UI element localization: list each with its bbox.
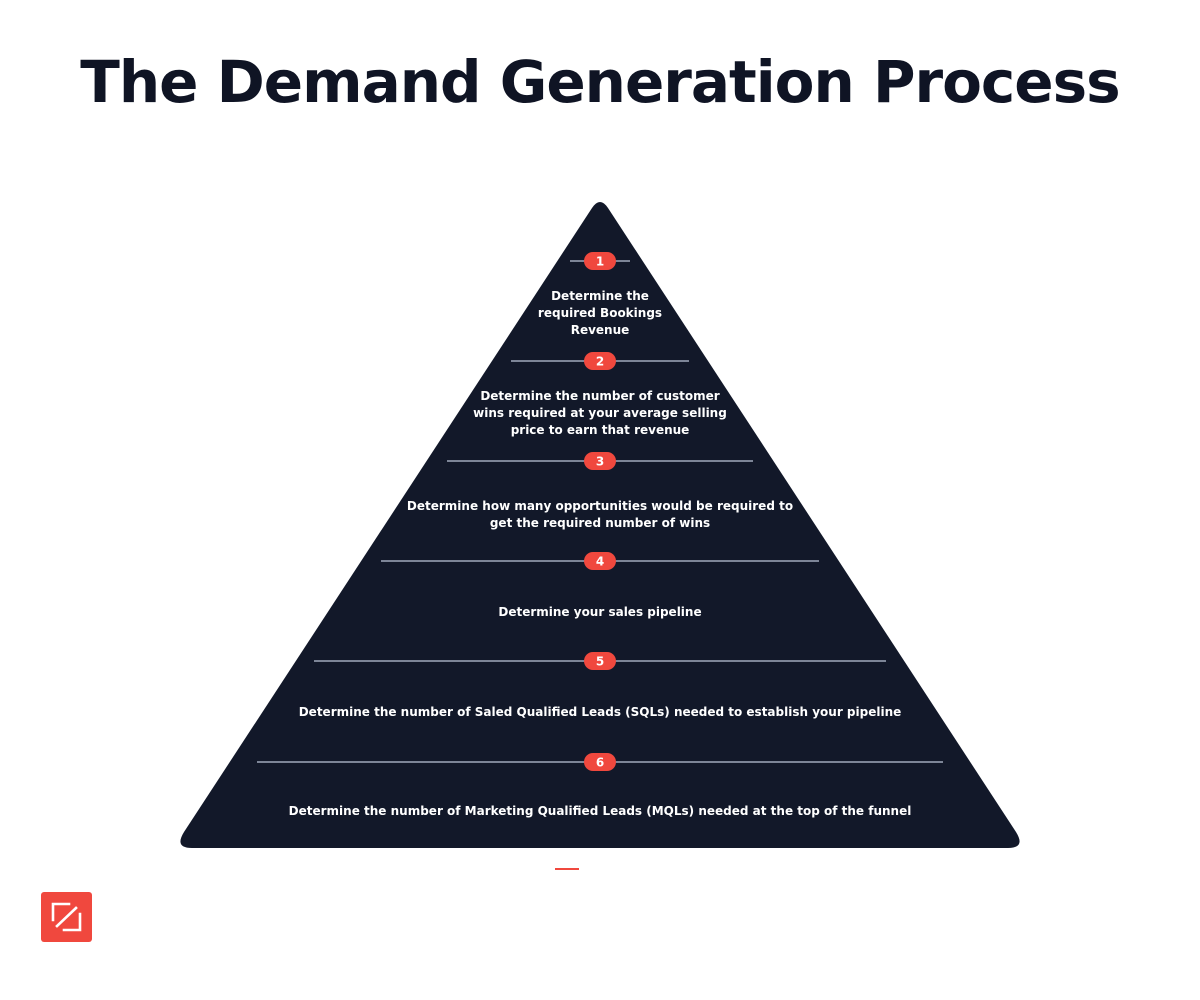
step-badge-1 [584, 252, 616, 270]
step-number-3: 3 [596, 455, 604, 469]
step-number-1: 1 [596, 255, 604, 269]
step-4-text-line-1: Determine your sales pipeline [498, 605, 701, 619]
step-badge-4 [584, 552, 616, 570]
step-3-text-line-2: get the required number of wins [490, 516, 710, 530]
step-2-text-line-2: wins required at your average selling [473, 406, 727, 420]
bottom-accent-mark [555, 868, 579, 870]
step-5-text-line-1: Determine the number of Saled Qualified … [299, 705, 902, 719]
step-number-5: 5 [596, 655, 604, 669]
pyramid-shape [180, 202, 1020, 848]
step-3-text-line-1: Determine how many opportunities would b… [407, 499, 793, 513]
step-badge-5 [584, 652, 616, 670]
step-1-text-line-3: Revenue [571, 323, 630, 337]
step-number-2: 2 [596, 355, 604, 369]
logo-glyph-icon [51, 902, 82, 932]
step-number-6: 6 [596, 756, 604, 770]
step-number-4: 4 [596, 555, 604, 569]
step-2-text-line-1: Determine the number of customer [480, 389, 719, 403]
page-title: The Demand Generation Process [80, 48, 1120, 116]
step-1-text-line-2: required Bookings [538, 306, 662, 320]
step-6-text-line-1: Determine the number of Marketing Qualif… [289, 804, 912, 818]
zoominfo-logo-icon [41, 892, 92, 942]
step-2-text-line-3: price to earn that revenue [511, 423, 690, 437]
step-badge-3 [584, 452, 616, 470]
step-1-text-line-1: Determine the [551, 289, 649, 303]
step-badge-6 [584, 753, 616, 771]
step-badge-2 [584, 352, 616, 370]
